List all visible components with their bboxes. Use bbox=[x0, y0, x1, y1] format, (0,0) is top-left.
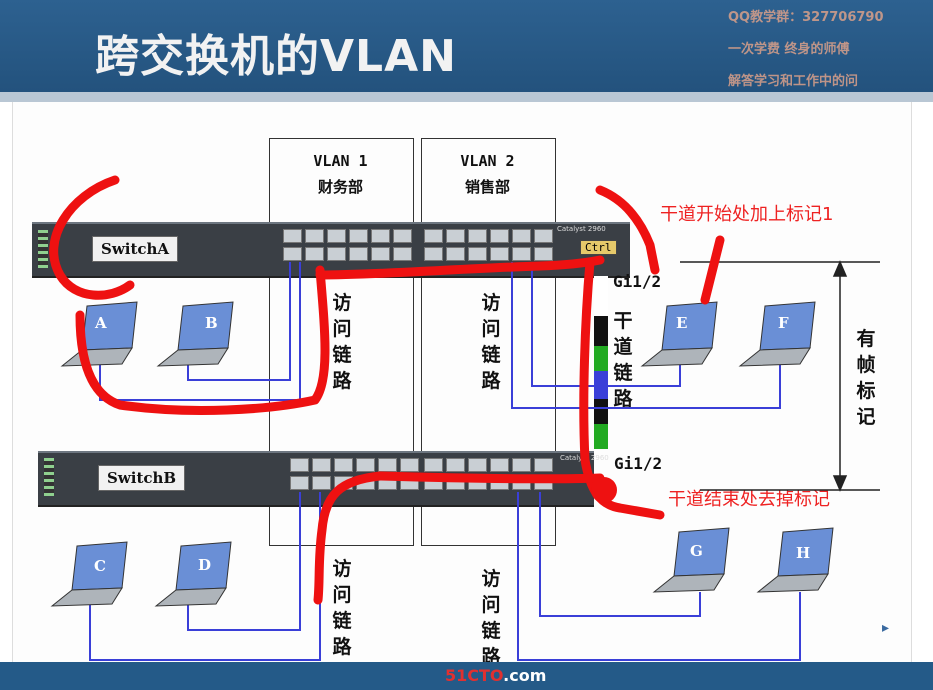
laptop-f-icon bbox=[738, 301, 816, 367]
laptop-a-letter: A bbox=[95, 314, 107, 332]
slide-content bbox=[12, 102, 912, 662]
interface-top-label: Gi1/2 bbox=[613, 272, 662, 291]
annotation-trunk-start: 干道开始处加上标记1 bbox=[660, 204, 834, 225]
footer-logo: 51CTO.com bbox=[445, 666, 546, 685]
laptop-e-icon bbox=[640, 301, 718, 367]
switch-a-model: Catalyst 2960 bbox=[557, 225, 606, 233]
console-port-label: Ctrl bbox=[580, 240, 617, 255]
access-link-label-a2: 访问链路 bbox=[481, 292, 501, 392]
trunk-link-label: 干道链路 bbox=[613, 310, 633, 410]
watermark-line-1: QQ教学群：327706790 bbox=[728, 10, 884, 25]
access-links-top bbox=[99, 262, 781, 409]
laptop-h-icon bbox=[756, 527, 834, 593]
laptop-g-letter: G bbox=[690, 542, 703, 560]
switch-a-name: SwitchA bbox=[92, 236, 179, 262]
vlan2-label: VLAN 2 销售部 bbox=[421, 148, 554, 200]
switch-b-name: SwitchB bbox=[98, 465, 186, 491]
laptop-h-letter: H bbox=[796, 544, 811, 562]
vlan2-box bbox=[421, 138, 556, 546]
laptop-f-letter: F bbox=[778, 314, 789, 332]
switch-a-led-panel bbox=[38, 230, 48, 268]
switch-b-ports-vlan1 bbox=[290, 458, 419, 490]
laptop-g-icon bbox=[652, 527, 730, 593]
header-stripe bbox=[0, 92, 933, 102]
vlan1-box bbox=[269, 138, 414, 546]
red-annotation-strokes bbox=[49, 175, 725, 605]
logo-suffix: .com bbox=[503, 666, 547, 685]
slide-footer bbox=[0, 662, 933, 690]
next-slide-arrow-icon[interactable]: ▸ bbox=[882, 620, 890, 636]
vlan1-label: VLAN 1 财务部 bbox=[269, 148, 412, 200]
laptop-c-letter: C bbox=[94, 557, 106, 575]
watermark-line-3: 解答学习和工作中的问 bbox=[728, 74, 859, 89]
laptop-b-icon bbox=[156, 301, 234, 367]
tag-measure-arrow bbox=[680, 260, 880, 492]
slide-title: 跨交换机的VLAN bbox=[95, 31, 457, 82]
laptop-d-letter: D bbox=[198, 556, 212, 574]
switch-b-led-panel bbox=[44, 458, 54, 496]
annotation-trunk-end: 干道结束处去掉标记 bbox=[668, 489, 830, 510]
watermark-line-2: 一次学费 终身的师傅 bbox=[728, 42, 850, 57]
laptop-e-letter: E bbox=[676, 314, 688, 332]
laptops bbox=[50, 301, 834, 607]
vlan2-dept: 销售部 bbox=[464, 178, 510, 196]
vlan2-id: VLAN 2 bbox=[460, 152, 515, 170]
access-link-label-a1: 访问链路 bbox=[332, 292, 352, 392]
laptop-a-icon bbox=[60, 301, 138, 367]
vlan1-id: VLAN 1 bbox=[313, 152, 368, 170]
laptop-d-icon bbox=[154, 541, 232, 607]
slide-header bbox=[0, 0, 933, 92]
switch-a-ports-vlan2 bbox=[424, 229, 553, 261]
tagged-frame-label: 有帧标记 bbox=[856, 328, 876, 428]
logo-main: 51CTO bbox=[445, 666, 504, 685]
trunk-end-marker bbox=[591, 477, 617, 503]
laptop-b-letter: B bbox=[205, 314, 218, 332]
switch-a-ports-vlan1 bbox=[283, 229, 412, 261]
laptop-c-icon bbox=[50, 541, 128, 607]
vlan1-dept: 财务部 bbox=[317, 178, 363, 196]
access-link-label-b1: 访问链路 bbox=[332, 558, 352, 658]
interface-bottom-label: Gi1/2 bbox=[614, 454, 663, 473]
